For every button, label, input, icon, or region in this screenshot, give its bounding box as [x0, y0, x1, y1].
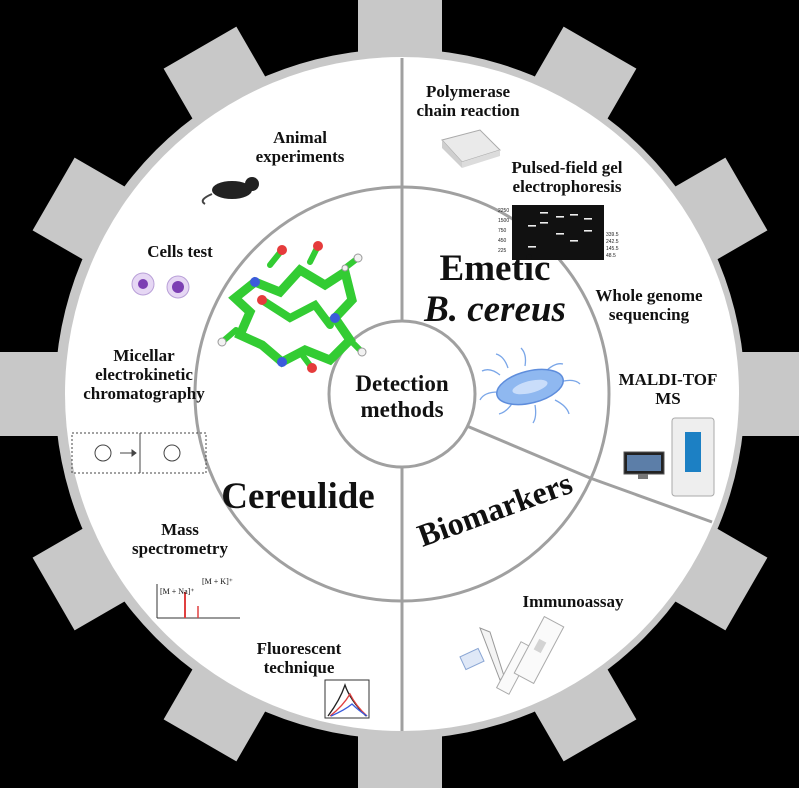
molecule-illustration: [217, 241, 367, 373]
method-mass-line1: Mass: [161, 520, 199, 539]
pcr-machine-icon: [441, 129, 501, 168]
mass-spectrum-chart: [156, 584, 240, 619]
mekc-schematic: [71, 432, 207, 474]
gel-size-label: 145.5: [606, 246, 619, 252]
pfge-gel-image: [512, 205, 604, 260]
sector-emetic-line2: B. cereus: [424, 289, 566, 331]
method-mekc-line2: electrokinetic: [95, 365, 193, 385]
method-mekc-line1: Micellar: [113, 346, 175, 365]
immunoassay-kit-icon: [459, 615, 565, 695]
method-mekc: Micellar electrokinetic chromatography: [74, 346, 214, 403]
sector-emetic-bcereus: Emetic B. cereus: [415, 248, 575, 331]
method-mekc-line3: chromatography: [83, 384, 205, 404]
gel-ladder-label: 450: [498, 238, 507, 244]
gel-ladder-labels: 2250 1500 750 450 225: [498, 206, 509, 256]
method-fluorescent-technique: Fluorescent technique: [234, 639, 364, 677]
center-title: Detection methods: [332, 371, 472, 423]
gel-ladder-label: 225: [498, 248, 507, 254]
gear-tooth: [0, 352, 80, 436]
method-wgs-line2: sequencing: [608, 305, 690, 325]
ms-peak-na-label: [M + Na]⁺: [160, 587, 195, 596]
method-pcr-line1: Polymerase: [425, 82, 511, 101]
method-pfge: Pulsed-field gel electrophoresis: [492, 158, 642, 196]
gel-size-label: 242.5: [606, 239, 619, 245]
gear-tooth: [720, 352, 799, 436]
gel-size-label: 48.5: [606, 253, 616, 259]
sector-emetic-line1: Emetic: [439, 248, 551, 289]
gel-ladder-label: 1500: [498, 218, 510, 224]
method-pcr-line2: chain reaction: [416, 101, 520, 121]
gel-size-label: 339.5: [606, 232, 619, 238]
method-fluor-line1: Fluorescent: [256, 639, 342, 658]
method-animal-line1: Animal: [273, 128, 327, 147]
method-immunoassay: Immunoassay: [522, 592, 624, 611]
method-maldi-line2: MS: [655, 389, 681, 409]
method-wgs-line1: Whole genome: [595, 286, 703, 305]
method-animal-line2: experiments: [255, 147, 345, 167]
method-maldi-tof: MALDI-TOF MS: [608, 370, 728, 408]
center-title-line2: methods: [360, 396, 444, 422]
method-pfge-line1: Pulsed-field gel: [511, 158, 623, 177]
method-cells-test: Cells test: [147, 242, 213, 261]
gel-size-labels: 339.5 242.5 145.5 48.5: [606, 232, 619, 260]
method-wgs: Whole genome sequencing: [584, 286, 714, 324]
method-maldi-line1: MALDI-TOF: [618, 370, 718, 389]
method-mass-spectrometry: Mass spectrometry: [110, 520, 250, 558]
center-title-line1: Detection: [355, 371, 449, 396]
cells-icon: [131, 272, 190, 299]
method-fluor-line2: technique: [263, 658, 335, 678]
method-mass-line2: spectrometry: [132, 539, 228, 559]
maldi-tof-instrument-icon: [623, 417, 715, 497]
method-pcr: Polymerase chain reaction: [398, 82, 538, 120]
ms-peak-k-label: [M + K]⁺: [202, 577, 233, 586]
sector-dividers: [193, 58, 713, 731]
gel-ladder-label: 750: [498, 228, 507, 234]
method-pfge-line2: electrophoresis: [512, 177, 622, 197]
sector-cereulide: Cereulide: [221, 476, 375, 517]
bacterium-icon: [479, 347, 581, 424]
gel-ladder-label: 2250: [498, 208, 510, 214]
method-animal-experiments: Animal experiments: [240, 128, 360, 166]
mouse-icon: [201, 177, 259, 205]
fluorescence-chart: [324, 679, 370, 719]
